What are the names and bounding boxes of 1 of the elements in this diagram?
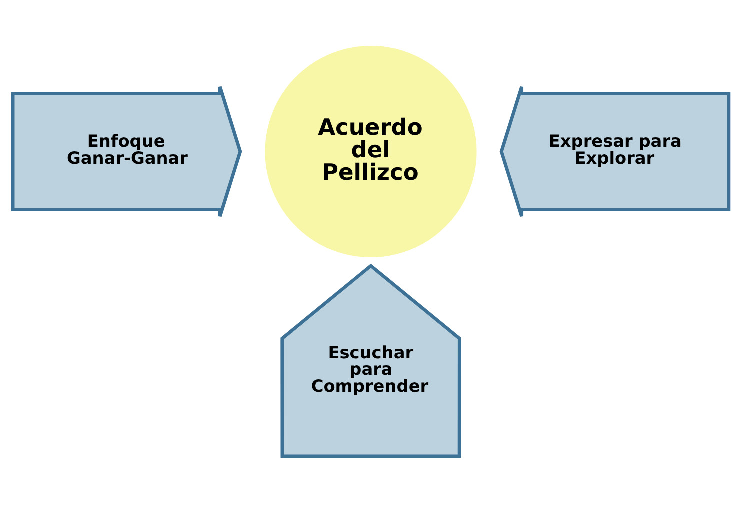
node-circle: Acuerdo del Pellizco (265, 45, 477, 258)
